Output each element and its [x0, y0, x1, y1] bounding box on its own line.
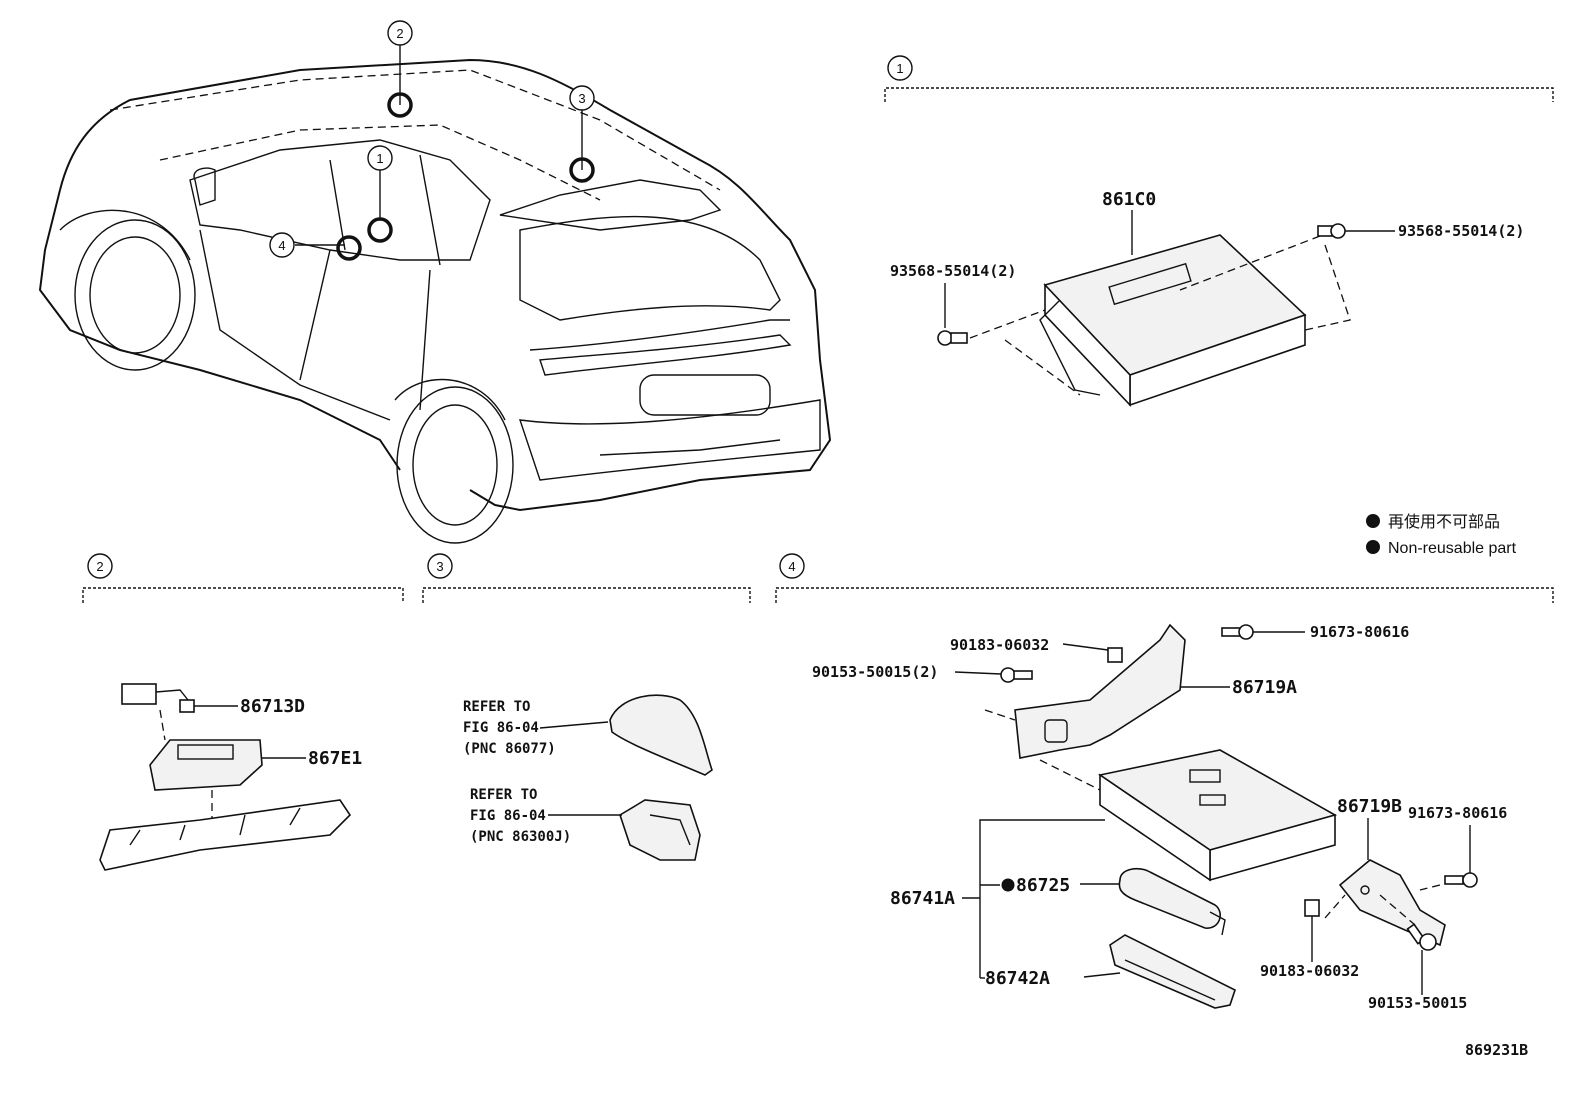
ref2-line3: (PNC 86300J) [470, 829, 571, 845]
car-callout-2: 2 [387, 20, 413, 46]
label-861C0: 861C0 [1102, 189, 1156, 210]
label-867E1: 867E1 [308, 748, 362, 769]
figure-id: 869231B [1465, 1041, 1528, 1059]
antenna-base-86300J [619, 799, 701, 861]
bolt-top-left [1000, 667, 1033, 683]
section-1: 1 861C0 93568-55014(2) 93568-55014(2) [884, 55, 1554, 408]
section-4-number: 4 [788, 559, 795, 574]
section-2: 2 86713D 867E1 [82, 553, 404, 871]
section-1-number: 1 [896, 61, 903, 76]
bolt-right-s4 [1444, 872, 1478, 888]
module-86741A [1097, 749, 1338, 882]
label-86725: 86725 [1016, 875, 1070, 896]
label-90153-top: 90153-50015(2) [812, 663, 938, 681]
section-4: 4 90183-06032 91673-80616 90153-50015(2)… [775, 553, 1554, 1012]
label-86719A: 86719A [1232, 677, 1297, 698]
overhead-housing [99, 799, 352, 871]
legend-jp: 再使用不可部品 [1388, 513, 1500, 531]
part-867E1 [149, 739, 263, 791]
section-3: 3 REFER TO FIG 86-04 (PNC 86077) REFER T… [422, 553, 751, 861]
svg-text:2: 2 [396, 26, 403, 41]
clip-bottom [1304, 899, 1320, 917]
label-86719B: 86719B [1337, 796, 1402, 817]
label-90183-top: 90183-06032 [950, 636, 1049, 654]
label-86713D: 86713D [240, 696, 305, 717]
label-86741A: 86741A [890, 888, 955, 909]
bracket-86719B [1338, 859, 1446, 947]
bolt-left-s1 [937, 330, 968, 346]
label-93568-right: 93568-55014(2) [1398, 222, 1524, 240]
ref1-line2: FIG 86-04 [463, 720, 539, 736]
svg-text:1: 1 [376, 151, 383, 166]
bolt-top-right [1221, 624, 1254, 640]
ref2-line2: FIG 86-04 [470, 808, 546, 824]
legend: 再使用不可部品 Non-reusable part [1366, 513, 1517, 557]
antenna-86077 [609, 694, 713, 776]
svg-text:4: 4 [278, 238, 285, 253]
ref2-line1: REFER TO [470, 787, 537, 803]
bolt-right-s1 [1317, 223, 1346, 239]
clip-top [1107, 647, 1123, 663]
legend-en: Non-reusable part [1388, 540, 1517, 557]
car-callout-1: 1 [367, 145, 393, 171]
section-2-number: 2 [96, 559, 103, 574]
svg-text:3: 3 [578, 91, 585, 106]
label-91673-right: 91673-80616 [1408, 804, 1507, 822]
car-callout-3: 3 [569, 85, 595, 111]
battery-86725 [1118, 867, 1226, 936]
vehicle-illustration: 2 3 1 4 [38, 20, 832, 544]
bracket-86719A [1014, 623, 1186, 759]
module-861C0 [1039, 234, 1307, 408]
cover-86742A [1109, 934, 1236, 1009]
car-callout-4: 4 [269, 232, 295, 258]
section-3-number: 3 [436, 559, 443, 574]
bolt-bottom [1406, 923, 1437, 951]
label-86742A: 86742A [985, 968, 1050, 989]
non-reusable-mark [1001, 878, 1015, 892]
label-91673-top: 91673-80616 [1310, 623, 1409, 641]
part-86713D [121, 683, 195, 713]
label-90183-bottom: 90183-06032 [1260, 962, 1359, 980]
ref1-line3: (PNC 86077) [463, 741, 556, 757]
label-93568-left: 93568-55014(2) [890, 262, 1016, 280]
ref1-line1: REFER TO [463, 699, 530, 715]
label-90153-bottom: 90153-50015 [1368, 994, 1467, 1012]
